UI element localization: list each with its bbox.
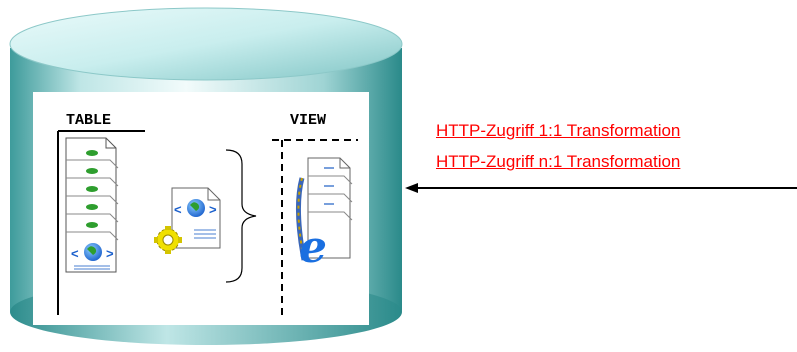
view-label: VIEW [290,112,326,129]
xml-document-stack-icon: < > [65,137,119,273]
table-label: TABLE [66,112,111,129]
ie-document-stack-icon: e [295,157,353,273]
svg-text:<: < [174,202,182,217]
svg-text:>: > [106,246,114,261]
svg-text:<: < [71,246,79,261]
link-http-n-1-transformation[interactable]: HTTP-Zugriff n:1 Transformation [436,152,681,171]
arrow-left-icon [405,183,797,193]
brace-icon [225,149,257,283]
svg-text:>: > [209,202,217,217]
svg-text:e: e [299,222,327,273]
xml-document-icon: < > [171,187,221,249]
gear-icon [154,226,182,254]
link-http-1-1-transformation[interactable]: HTTP-Zugriff 1:1 Transformation [436,121,681,140]
